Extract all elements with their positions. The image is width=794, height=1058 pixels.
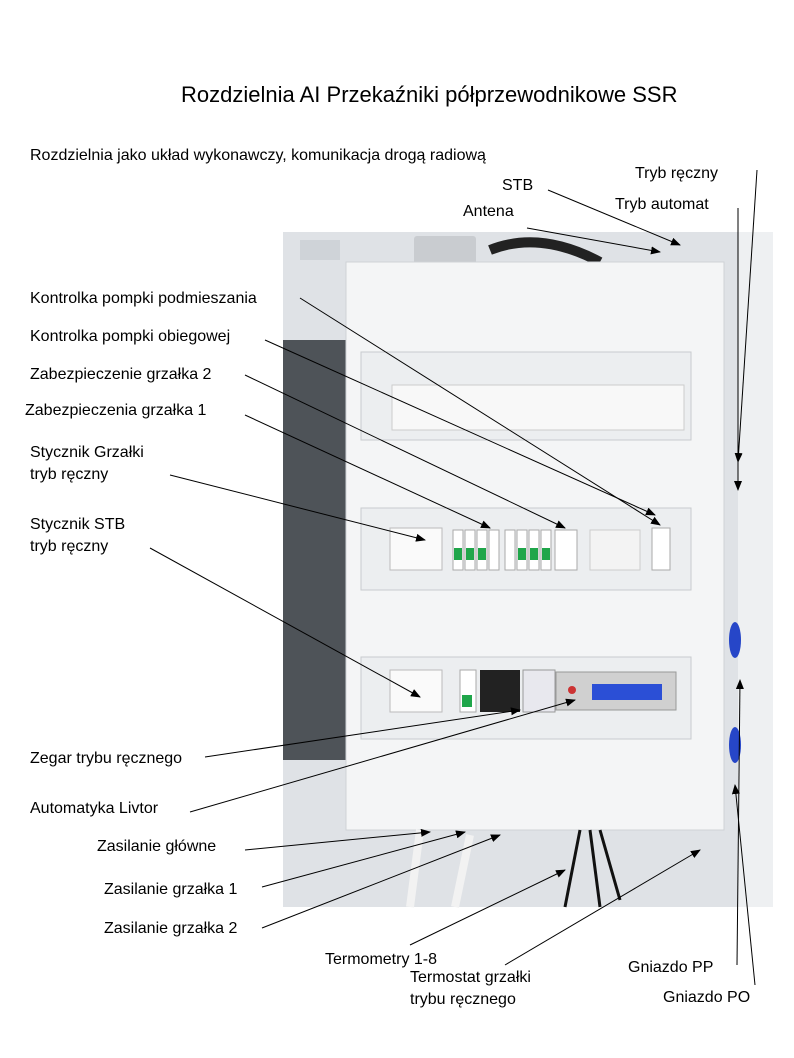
label-zabezpieczenia-grzalka-1: Zabezpieczenia grzałka 1 (25, 402, 207, 419)
subtitle: Rozdzielnia jako układ wykonawczy, komun… (30, 147, 486, 164)
label-termostat-line2: trybu ręcznego (410, 991, 516, 1008)
label-gniazdo-po: Gniazdo PO (663, 989, 751, 1006)
label-zegar: Zegar trybu ręcznego (30, 750, 183, 767)
label-zasilanie-glowne: Zasilanie główne (97, 838, 217, 855)
cabinet-photo (283, 232, 773, 908)
label-tryb-reczny: Tryb ręczny (635, 165, 718, 182)
socket-po (729, 727, 741, 763)
socket-pp (729, 622, 741, 658)
label-stb: STB (502, 177, 534, 194)
contactor-stb (389, 527, 443, 571)
label-kontrolka-obiegowej: Kontrolka pompki obiegowej (30, 328, 231, 345)
label-zabezpieczenie-grzalka-2: Zabezpieczenie grzałka 2 (30, 366, 212, 383)
breakers (452, 527, 671, 571)
label-automatyka: Automatyka Livtor (30, 800, 159, 817)
label-antena: Antena (463, 203, 514, 220)
label-stycznik-grzalki-line2: tryb ręczny (30, 466, 109, 483)
label-kontrolka-podmieszania: Kontrolka pompki podmieszania (30, 290, 257, 307)
clock-device (480, 670, 520, 712)
label-termometry: Termometry 1-8 (325, 951, 438, 968)
label-gniazdo-pp: Gniazdo PP (628, 959, 714, 976)
label-tryb-automat: Tryb automat (615, 196, 709, 213)
label-stycznik-grzalki: Stycznik Grzałki (30, 444, 144, 461)
label-zasilanie-grzalka-1: Zasilanie grzałka 1 (104, 881, 238, 898)
label-stycznik-stb-line2: tryb ręczny (30, 538, 109, 555)
label-stycznik-stb: Stycznik STB (30, 516, 126, 533)
label-termostat: Termostat grzałki (410, 969, 531, 986)
page-title: Rozdzielnia AI Przekaźniki półprzewodnik… (181, 82, 678, 107)
label-zasilanie-grzalka-2: Zasilanie grzałka 2 (104, 920, 238, 937)
annotation-arrows (149, 169, 758, 986)
